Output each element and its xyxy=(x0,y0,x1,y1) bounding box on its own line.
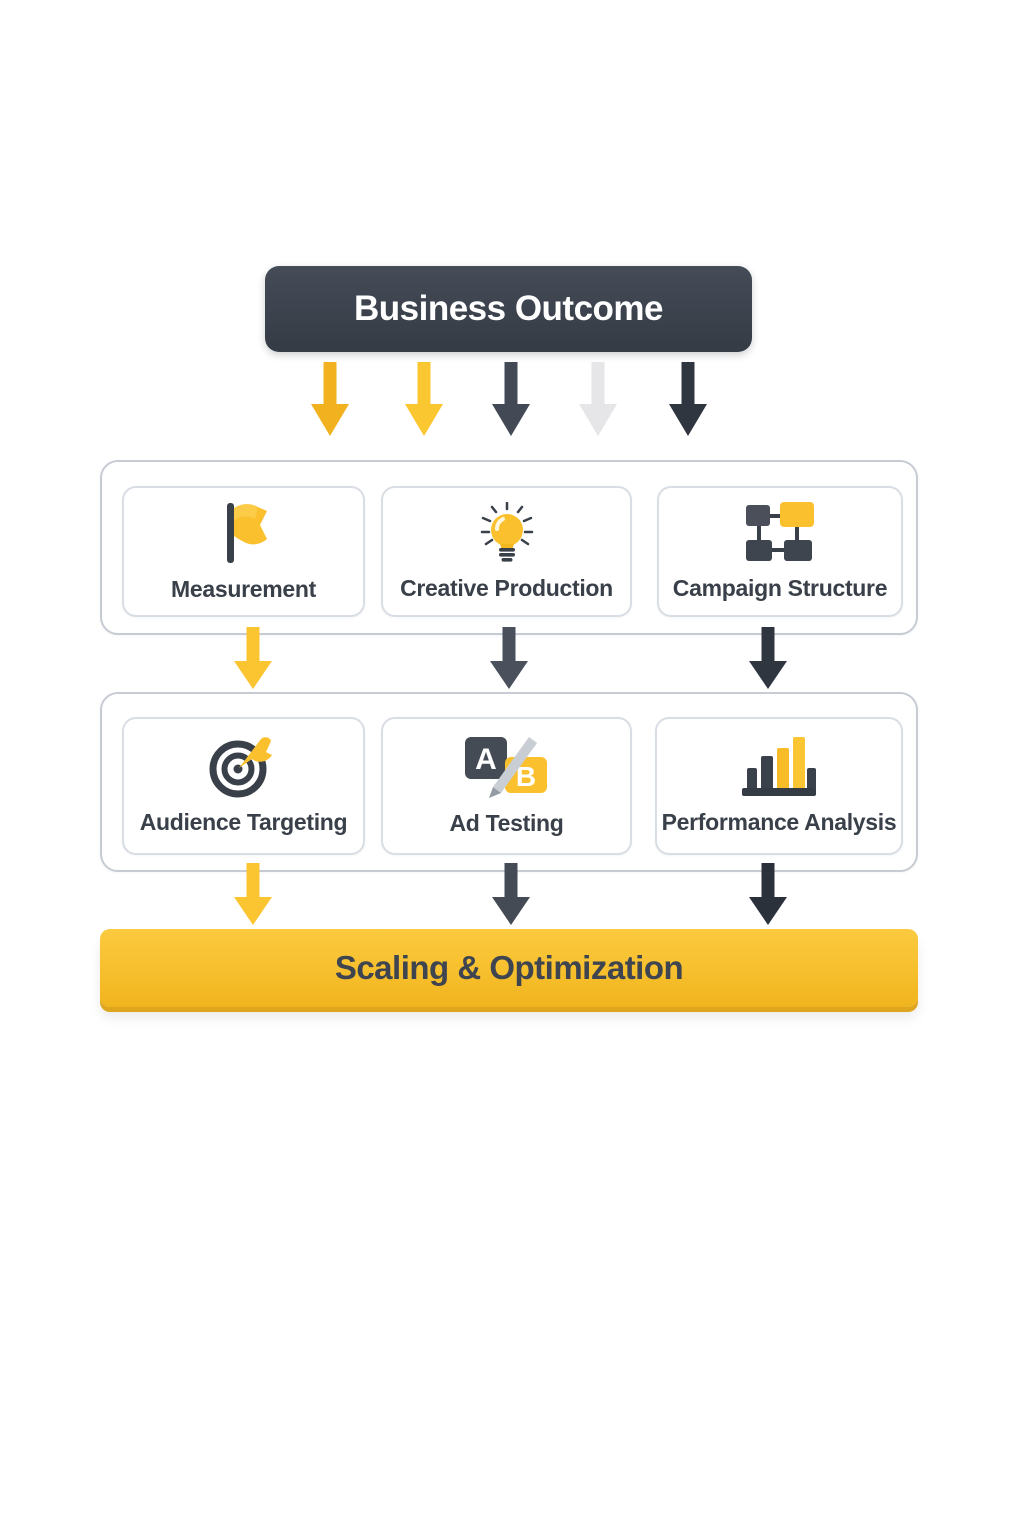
card-label: Creative Production xyxy=(400,574,613,601)
down-arrow-icon xyxy=(669,362,707,436)
card-label: Campaign Structure xyxy=(672,574,888,601)
target-icon xyxy=(209,736,279,798)
down-arrow-icon xyxy=(749,627,787,689)
svg-text:B: B xyxy=(515,761,535,792)
card-creative-production: Creative Production xyxy=(381,486,632,617)
down-arrow-icon xyxy=(234,863,272,925)
svg-text:A: A xyxy=(475,743,497,776)
card-label: Measurement xyxy=(171,575,316,602)
flag-icon xyxy=(215,501,273,565)
scaling-optimization-banner: Scaling & Optimization xyxy=(100,929,918,1007)
org-chart-icon xyxy=(740,501,820,564)
card-label: Ad Testing xyxy=(449,810,564,836)
business-outcome-box: Business Outcome xyxy=(265,266,752,352)
scaling-optimization-title: Scaling & Optimization xyxy=(334,949,684,986)
card-label: Performance Analysis xyxy=(661,809,897,835)
down-arrow-icon xyxy=(492,863,530,925)
down-arrow-icon xyxy=(311,362,349,436)
down-arrow-icon xyxy=(579,362,617,436)
down-arrow-icon xyxy=(749,863,787,925)
down-arrow-icon xyxy=(234,627,272,689)
ab-test-icon: A B xyxy=(463,735,551,799)
card-ad-testing: A B Ad Testing xyxy=(381,717,632,855)
bar-chart-icon xyxy=(740,736,818,798)
down-arrow-icon xyxy=(490,627,528,689)
card-audience-targeting: Audience Targeting xyxy=(122,717,365,855)
card-measurement: Measurement xyxy=(122,486,365,617)
down-arrow-icon xyxy=(405,362,443,436)
card-label: Audience Targeting xyxy=(139,809,348,835)
card-campaign-structure: Campaign Structure xyxy=(657,486,903,617)
down-arrow-icon xyxy=(492,362,530,436)
card-performance-analysis: Performance Analysis xyxy=(655,717,903,855)
business-outcome-title: Business Outcome xyxy=(353,289,664,328)
lightbulb-icon xyxy=(478,501,536,564)
